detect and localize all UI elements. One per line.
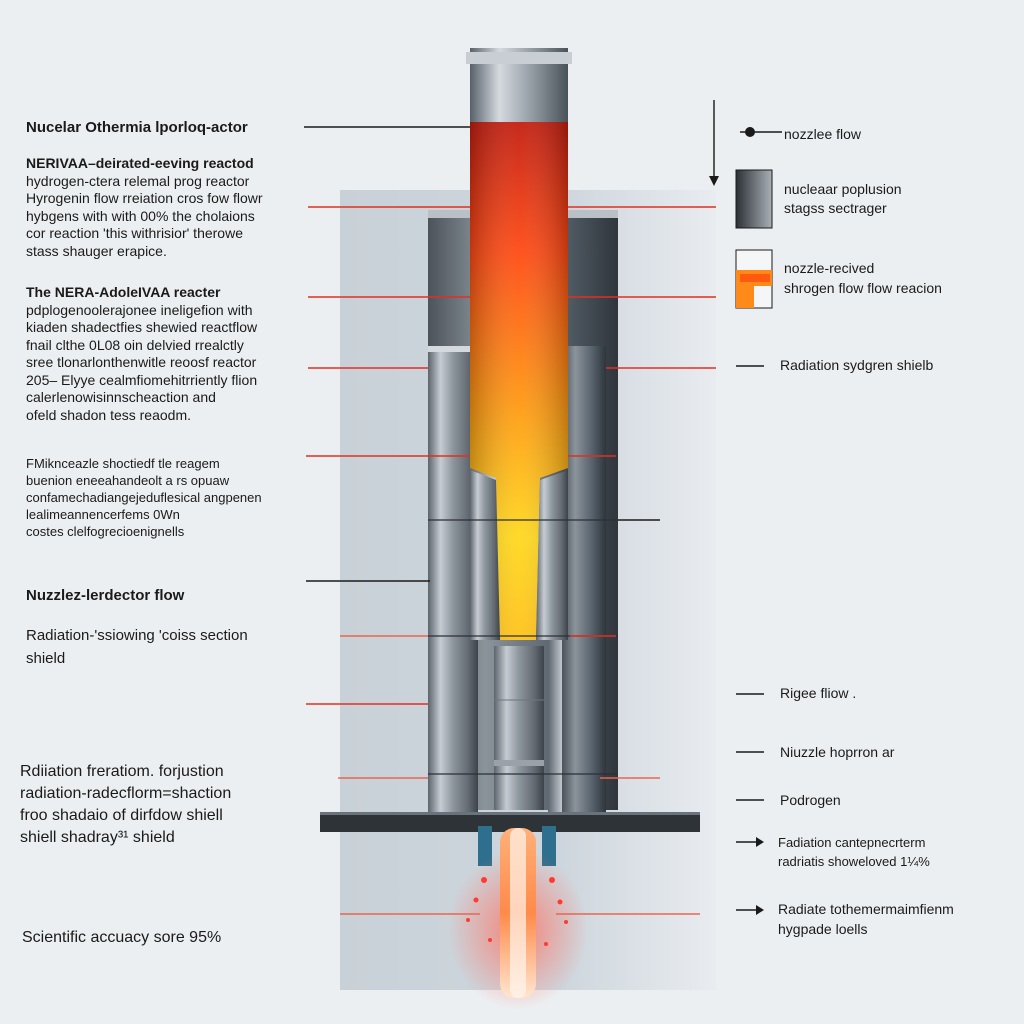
para1-line: hybgens with with 00% the cholaions	[26, 207, 255, 224]
base-plate	[320, 812, 700, 832]
throat-right	[536, 470, 568, 640]
left-paragraph-2: The NERA-AdoleIVAA reacter pdplogenooler…	[26, 284, 257, 424]
nozzle-pin-left	[478, 826, 492, 866]
right-leaders	[556, 206, 764, 915]
podrogen-label: Podrogen	[780, 792, 841, 808]
radiate-label: Radiate tothemermaimfienm hygpade loells	[778, 899, 954, 939]
para3-line: buenion eneeahandeolt a rs opuaw	[26, 473, 230, 488]
nozzle-pin-right	[542, 826, 556, 866]
right-plate	[562, 346, 606, 816]
para1-line: hydrogen-ctera relemal prog reactor	[26, 172, 250, 189]
legend-received: nozzle-recived shrogen flow flow reacion	[784, 258, 942, 298]
exhaust-sparks	[466, 877, 568, 946]
left-paragraph-1: NERIVAA–deirated-eeving reactod hydrogen…	[26, 155, 263, 260]
legend-nozzle-flow: nozzlee flow	[784, 126, 862, 142]
legend-propulsion-line: nucleaar poplusion	[784, 181, 902, 197]
radiation-shield-label: Radiation sydgren shielb	[780, 357, 934, 373]
para2-line: sree tlonarlonthenwitle reoosf reactor	[26, 354, 257, 370]
radiation-section-label: Radiation-'ssiowing 'coiss section shiel…	[26, 624, 248, 670]
left-title: Nucelar Othermia lporloq-actor	[26, 119, 248, 136]
nozzle-flow-label: Nuzzlez-lerdector flow	[26, 587, 185, 604]
para2-line: ofeld shadon tess reaodm.	[26, 406, 191, 423]
radiation-cam-label: Fadiation cantepnecrterm radriatis showe…	[778, 833, 930, 871]
legend-propulsion-swatch	[735, 169, 773, 229]
para1-line: cor reaction 'this withrisior' therowe	[26, 225, 243, 241]
para3-line: confamechadiangejeduflesical angpenen	[26, 490, 262, 505]
legend-propulsion: nucleaar poplusion stagss sectrager	[784, 180, 902, 218]
rigee-flow-label: Rigee fliow .	[780, 685, 857, 701]
para1-line: Hyrogenin flow rreiation cros fow flowr	[26, 190, 263, 206]
radiate-line: hygpade loells	[778, 921, 868, 937]
nozzle-horon-label: Niuzzle hoprron ar	[780, 744, 895, 760]
left-leaders	[304, 126, 480, 915]
shield-block-line: radiation-radecflorm=shaction	[20, 785, 232, 802]
para2-line: calerlenowisinnscheaction and	[26, 389, 216, 405]
shield-block: Rdiiation freratiom. forjustion radiatio…	[20, 761, 231, 849]
radiation-cam-line: radriatis showeloved 1¼%	[778, 854, 930, 869]
right-arrows	[736, 837, 764, 915]
radiate-line: Radiate tothemermaimfienm	[778, 901, 954, 917]
radiation-section-line: shield	[26, 650, 66, 667]
left-paragraph-3: FMiknceazle shoctiedf tle reagem buenion…	[26, 455, 262, 540]
para3-line: costes clelfogrecioenignells	[26, 524, 185, 539]
radiation-cam-line: Fadiation cantepnecrterm	[778, 835, 926, 850]
legend-propulsion-line: stagss sectrager	[784, 200, 887, 216]
para3-line: FMiknceazle shoctiedf tle reagem	[26, 456, 220, 471]
para2-line: The NERA-AdoleIVAA reacter	[26, 284, 221, 300]
shield-block-line: shiell shadray³¹ shield	[20, 829, 175, 846]
nozzle-sleeve	[494, 646, 544, 810]
para1-line: stass shauger erapice.	[26, 242, 167, 259]
shield-block-line: froo shadaio of dirfdow shiell	[20, 807, 223, 824]
legend-received-line: nozzle-recived	[784, 260, 875, 276]
para2-line: kiaden shadectfies shewied reactflow	[26, 319, 258, 335]
legend-received-line: shrogen flow flow reacion	[784, 280, 942, 296]
para2-line: pdplogenoolerajonee ineligefion with	[26, 301, 253, 318]
mid-sleeve-left	[428, 346, 478, 816]
para2-line: fnail clthe 0L08 oin delvied rrealctly	[26, 336, 244, 353]
top-cap-rim	[466, 52, 572, 64]
radiation-section-line: Radiation-'ssiowing 'coiss section	[26, 627, 248, 644]
accuracy-score: Scientific accuacy sore 95%	[22, 929, 222, 946]
shield-block-line: Rdiiation freratiom. forjustion	[20, 763, 224, 780]
para2-line: 205– Elyye cealmfiomehitrriently flion	[26, 371, 258, 388]
throat-left	[470, 470, 500, 640]
legend-dot-icon	[745, 127, 755, 137]
para3-line: lealimeannencerfems 0Wn	[26, 507, 180, 522]
para1-line: NERIVAA–deirated-eeving reactod	[26, 155, 254, 171]
